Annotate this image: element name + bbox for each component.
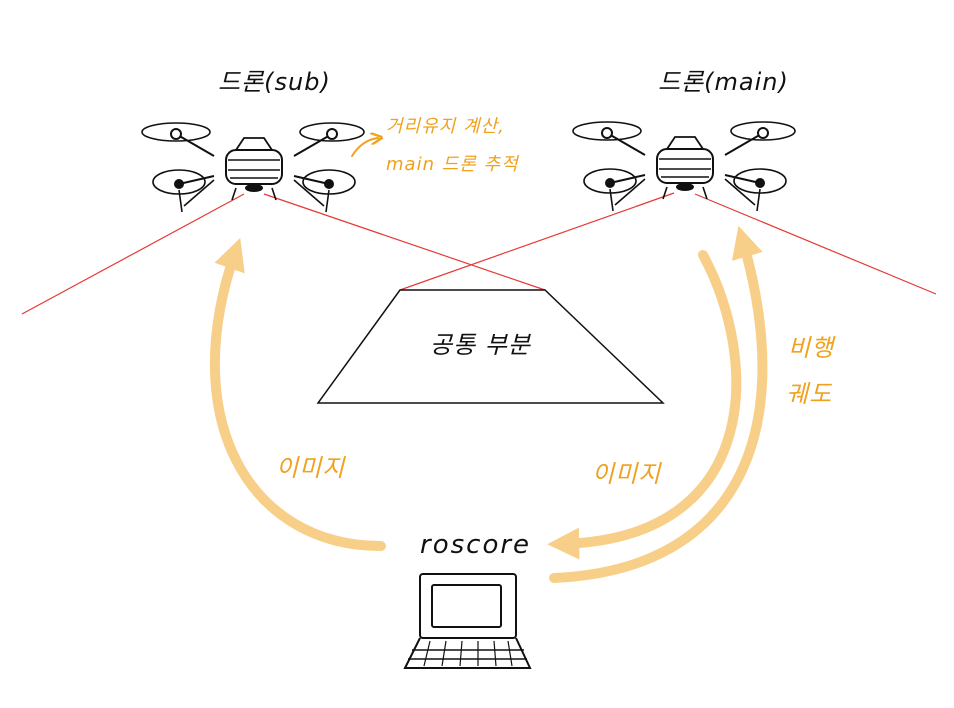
drone-main-title: 드론(main): [658, 68, 789, 96]
sub-note-line-1: 거리유지 계산,: [386, 116, 505, 137]
sub-fov-right-line: [263, 193, 546, 291]
fov-lines: [21, 192, 937, 315]
note-pointer-arrow: [351, 138, 378, 157]
roscore-label: roscore: [420, 530, 532, 560]
overlap-region-label: 공통 부분: [430, 331, 531, 359]
drone-sub-icon: [141, 122, 365, 213]
sub-image-arrow: [209, 237, 386, 551]
main-image-label: 이미지: [592, 460, 662, 488]
flight-path-label-line-2: 궤도: [786, 380, 833, 408]
sub-fov-left-line: [21, 193, 245, 315]
main-fov-right-line: [694, 193, 937, 295]
overlap-region-shape: [316, 289, 665, 404]
drone-sub-title: 드론(sub): [218, 68, 331, 96]
sub-image-label: 이미지: [276, 454, 346, 482]
main-fov-left-line: [399, 192, 675, 291]
main-image-arrow: [547, 250, 742, 560]
laptop-icon: [403, 573, 532, 669]
drone-main-icon: [572, 121, 796, 212]
sub-note-line-2: main 드론 추적: [386, 154, 519, 175]
flight-path-label-line-1: 비행: [788, 334, 835, 362]
flight-path-arrow: [549, 225, 768, 583]
